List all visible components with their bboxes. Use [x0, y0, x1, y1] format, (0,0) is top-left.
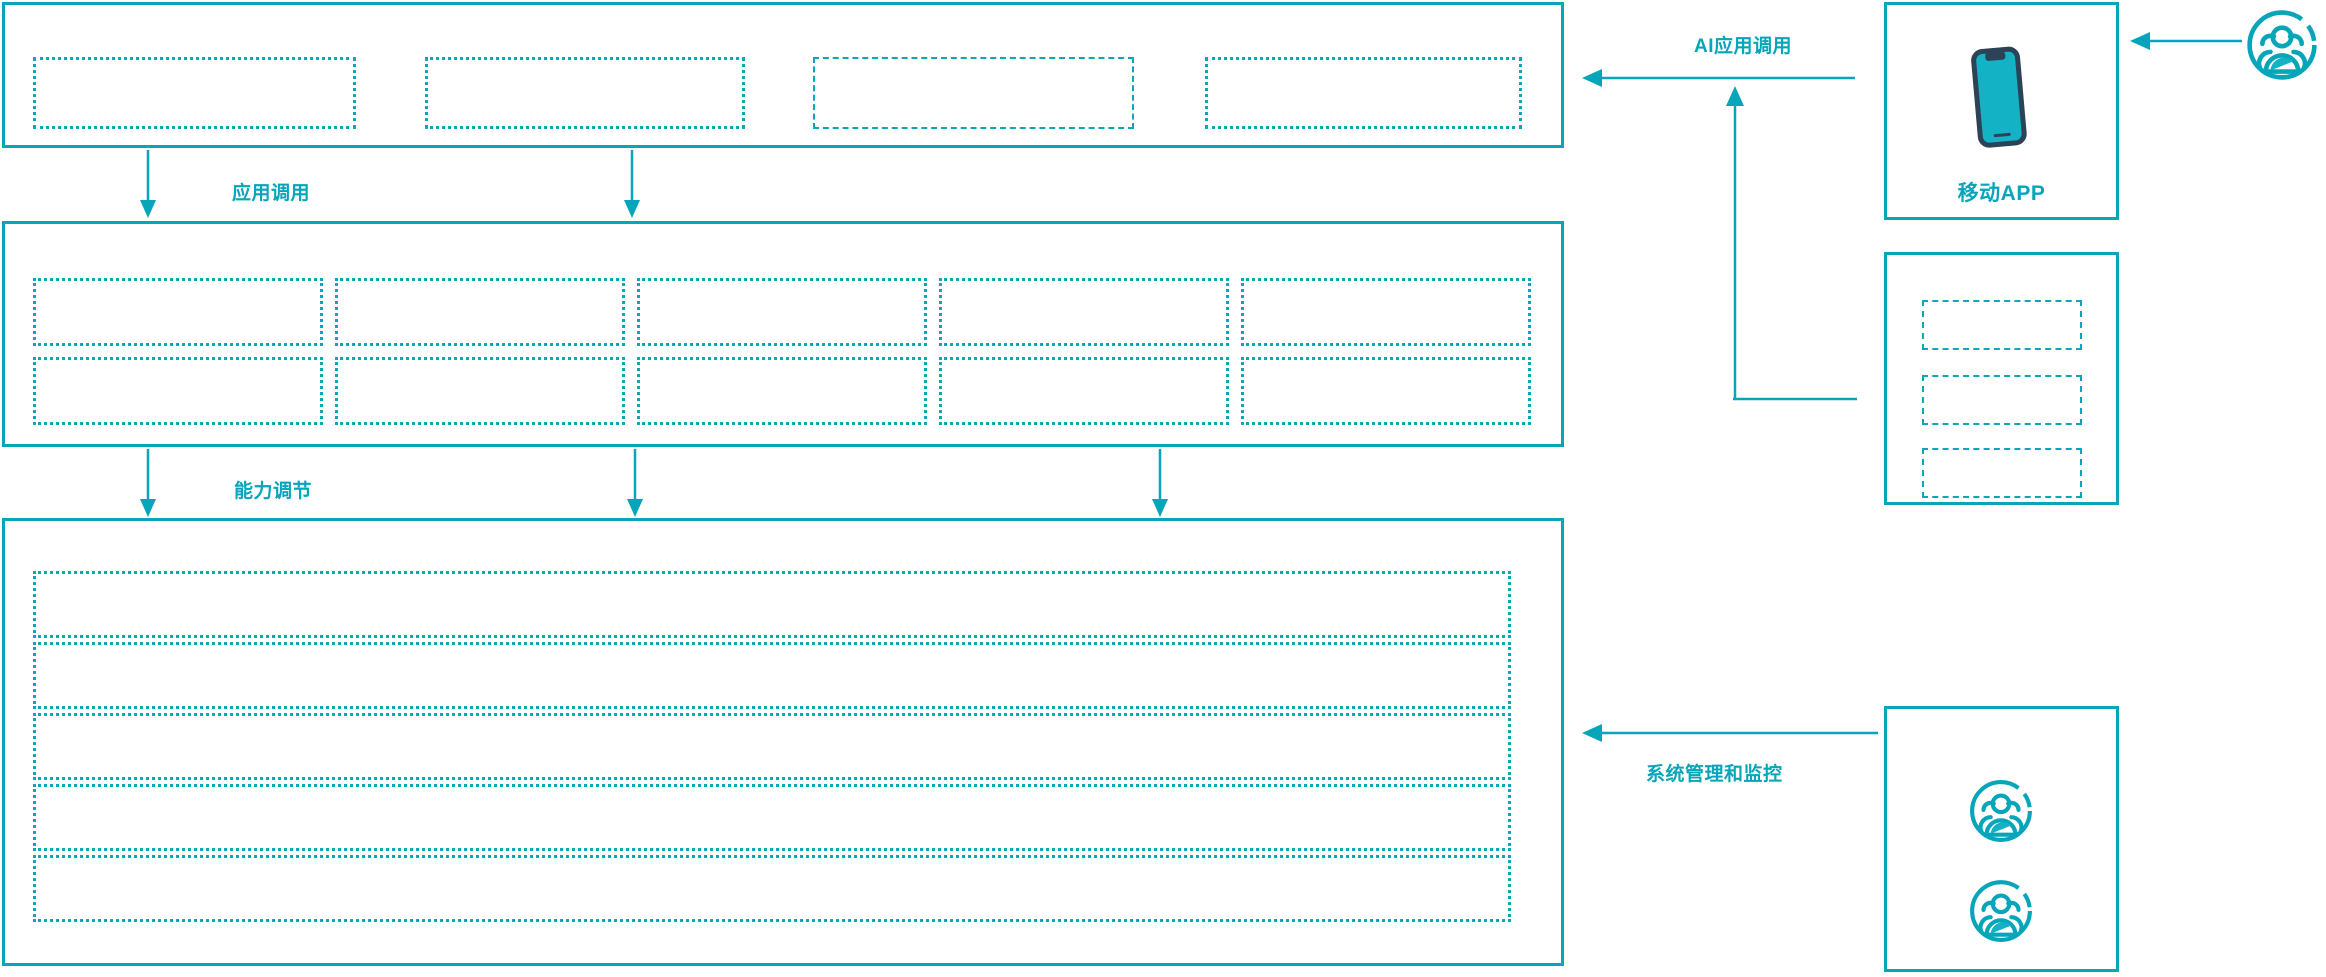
- channel-slot-1[interactable]: [1922, 300, 2082, 350]
- end-user-to-mobile-arrow: [2128, 30, 2244, 54]
- capability-adjust-arrow-3: [1152, 449, 1176, 519]
- app-slot-1[interactable]: [33, 57, 356, 129]
- user-group-icon: [2245, 8, 2319, 82]
- app-invoke-arrow-left: [140, 150, 164, 220]
- capability-layer-panel[interactable]: [2, 221, 1564, 447]
- app-slot-2[interactable]: [425, 57, 745, 129]
- cap-r2-c4[interactable]: [939, 357, 1229, 425]
- system-admin-monitor-connector: [1580, 722, 1880, 746]
- ai-app-invoke-stub: [1733, 396, 1857, 402]
- capability-adjust-arrow-1: [140, 449, 164, 519]
- capability-adjust-arrow-2: [627, 449, 651, 519]
- cap-r1-c3[interactable]: [637, 278, 927, 346]
- mobile-app-node[interactable]: [1884, 2, 2119, 220]
- plat-row-2[interactable]: [33, 642, 1511, 709]
- platform-layer-panel[interactable]: [2, 518, 1564, 966]
- capability-adjust-label: 能力调节: [234, 481, 313, 502]
- plat-row-4[interactable]: [33, 784, 1511, 851]
- ai-app-invoke-connector: [1580, 60, 1870, 410]
- user-group-icon: [1968, 778, 2034, 844]
- cap-r2-c5[interactable]: [1241, 357, 1531, 425]
- channel-slot-3[interactable]: [1922, 448, 2082, 498]
- channel-slot-2[interactable]: [1922, 375, 2082, 425]
- cap-r1-c4[interactable]: [939, 278, 1229, 346]
- application-layer-panel[interactable]: [2, 2, 1564, 148]
- cap-r1-c5[interactable]: [1241, 278, 1531, 346]
- plat-row-5[interactable]: [33, 855, 1511, 922]
- cap-r2-c2[interactable]: [335, 357, 625, 425]
- cap-r1-c2[interactable]: [335, 278, 625, 346]
- app-invoke-label: 应用调用: [232, 183, 311, 204]
- cap-r2-c3[interactable]: [637, 357, 927, 425]
- smartphone-icon: [1965, 42, 2037, 154]
- app-slot-4[interactable]: [1205, 57, 1522, 129]
- plat-row-3[interactable]: [33, 713, 1511, 780]
- system-admin-monitor-label: 系统管理和监控: [1646, 764, 1783, 785]
- mobile-app-caption: 移动APP: [1957, 182, 2046, 205]
- plat-row-1[interactable]: [33, 571, 1511, 638]
- app-invoke-arrow-right: [624, 150, 648, 220]
- app-slot-3[interactable]: [813, 57, 1134, 129]
- cap-r1-c1[interactable]: [33, 278, 323, 346]
- user-group-icon: [1968, 878, 2034, 944]
- ai-app-invoke-label: AI应用调用: [1694, 36, 1793, 57]
- cap-r2-c1[interactable]: [33, 357, 323, 425]
